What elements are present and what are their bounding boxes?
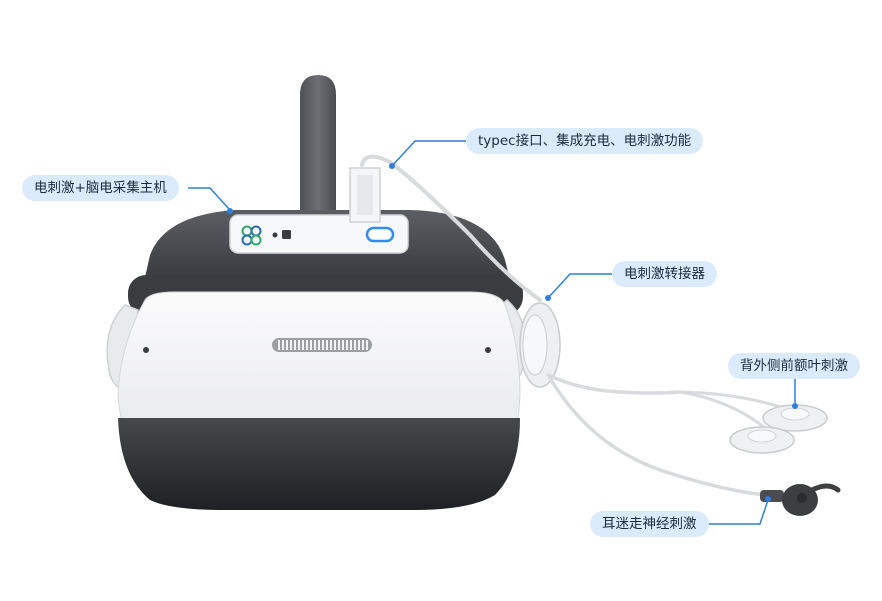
left-screw-icon: [143, 347, 149, 353]
cable: [360, 154, 542, 302]
indicator-light-icon: [272, 232, 278, 238]
power-button-icon[interactable]: [365, 226, 395, 243]
callout-host: 电刺激+脑电采集主机: [22, 175, 179, 201]
vent-slat: [342, 340, 344, 350]
front-bottom: [118, 418, 520, 510]
leader-endpoints: [227, 163, 798, 502]
vent-slat: [334, 340, 336, 350]
callout-ear: 耳迷走神经刺激: [590, 511, 709, 537]
vent-slat: [354, 340, 356, 350]
forehead-electrodes: [729, 404, 828, 454]
vent-slat: [282, 340, 284, 350]
callout-typec: typec接口、集成充电、电刺激功能: [466, 128, 704, 154]
leader-lines: [188, 140, 796, 525]
vent-slat: [322, 340, 324, 350]
typec-port: [349, 167, 381, 223]
callout-forehead: 背外侧前额叶刺激: [728, 353, 860, 379]
vent-slat: [298, 340, 300, 350]
stimulation-adapter: [519, 302, 561, 388]
vent-slat: [306, 340, 308, 350]
vent-slat: [358, 340, 360, 350]
ear-electrode: [760, 483, 841, 516]
vent-slat: [318, 340, 320, 350]
vent-slat: [338, 340, 340, 350]
vent-slat: [290, 340, 292, 350]
right-screw-icon: [485, 347, 491, 353]
vent-slat: [366, 340, 368, 350]
stimulation-eeg-host: [229, 214, 409, 254]
vent-slat: [310, 340, 312, 350]
vent-slat: [350, 340, 352, 350]
vent-slat: [278, 340, 280, 350]
vent-slat: [286, 340, 288, 350]
vent-slat: [330, 340, 332, 350]
vent-grille: [278, 340, 368, 350]
front-face: [117, 291, 521, 456]
vent-slat: [346, 340, 348, 350]
vent-slat: [302, 340, 304, 350]
vent-slat: [326, 340, 328, 350]
vent-slat: [362, 340, 364, 350]
clover-logo-icon: [241, 225, 262, 246]
electrode-cables: [546, 373, 792, 497]
callout-adapter: 电刺激转接器: [612, 261, 717, 287]
vent-slat: [294, 340, 296, 350]
vent-slat: [314, 340, 316, 350]
sensor-icon: [282, 230, 291, 239]
